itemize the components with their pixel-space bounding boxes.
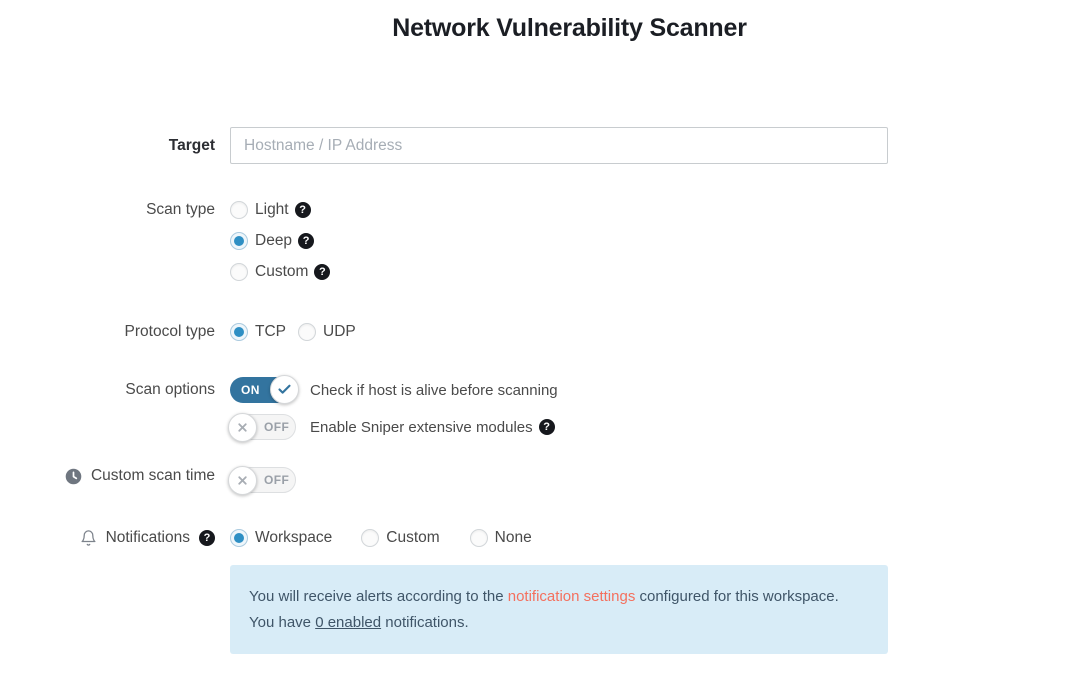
- target-row: Target: [0, 127, 1089, 164]
- enabled-notifications-link[interactable]: 0 enabled: [315, 614, 382, 631]
- notif-option-none[interactable]: None: [469, 529, 532, 547]
- scan-type-option-deep[interactable]: Deep ?: [230, 232, 1089, 250]
- host-alive-label: Check if host is alive before scanning: [310, 381, 558, 399]
- help-icon[interactable]: ?: [538, 419, 555, 435]
- radio-none-label: None: [494, 529, 532, 546]
- host-alive-toggle[interactable]: ON: [230, 375, 299, 404]
- help-icon[interactable]: ?: [314, 264, 331, 280]
- notifications-label: Notifications: [105, 529, 190, 546]
- scan-options-label: Scan options: [125, 381, 215, 398]
- radio-workspace-label: Workspace: [255, 529, 333, 546]
- bell-icon: [80, 529, 97, 547]
- scanner-form: Target Scan type Light ? Deep ?: [0, 127, 1089, 654]
- protocol-option-udp[interactable]: UDP: [298, 323, 356, 341]
- radio-udp-label: UDP: [323, 323, 356, 340]
- info-line-2: You have 0 enabled notifications.: [249, 610, 869, 636]
- toggle-knob-check-icon[interactable]: [270, 375, 299, 404]
- custom-scan-time-toggle[interactable]: OFF: [228, 466, 296, 495]
- info-line2-post: notifications.: [381, 614, 469, 631]
- scan-type-option-light[interactable]: Light ?: [230, 201, 1089, 219]
- sniper-modules-label: Enable Sniper extensive modules: [310, 418, 533, 436]
- toggle-knob-x-icon[interactable]: [228, 413, 257, 442]
- scan-type-option-custom[interactable]: Custom ?: [230, 263, 1089, 281]
- radio-notif-custom-label: Custom: [386, 529, 440, 546]
- sniper-modules-toggle[interactable]: OFF: [228, 413, 296, 442]
- notifications-info-box: You will receive alerts according to the…: [230, 565, 888, 654]
- toggle-state-text: OFF: [264, 420, 290, 434]
- help-icon[interactable]: ?: [298, 233, 315, 249]
- radio-workspace[interactable]: [230, 529, 248, 547]
- radio-tcp-label: TCP: [255, 323, 286, 340]
- page-title: Network Vulnerability Scanner: [392, 14, 747, 42]
- target-input[interactable]: [230, 127, 888, 164]
- radio-custom[interactable]: [230, 263, 248, 281]
- notification-settings-link[interactable]: notification settings: [507, 588, 636, 605]
- radio-notif-custom[interactable]: [361, 529, 380, 547]
- radio-light[interactable]: [230, 201, 248, 219]
- help-icon[interactable]: ?: [199, 530, 215, 546]
- radio-udp[interactable]: [298, 323, 316, 341]
- info-line1-pre: You will receive alerts according to the: [249, 588, 508, 605]
- clock-icon: [65, 468, 82, 485]
- scan-type-row: Scan type Light ? Deep ? Custom ?: [0, 201, 1089, 281]
- protocol-type-row: Protocol type TCP UDP: [0, 323, 1089, 341]
- protocol-type-label: Protocol type: [124, 323, 215, 340]
- radio-custom-label: Custom: [255, 263, 309, 280]
- radio-deep-label: Deep: [255, 232, 293, 249]
- custom-scan-time-row: Custom scan time OFF: [0, 466, 1089, 495]
- info-line2-pre: You have: [249, 614, 316, 631]
- radio-tcp[interactable]: [230, 323, 248, 341]
- toggle-state-text: OFF: [264, 473, 290, 487]
- toggle-state-text: ON: [241, 383, 260, 397]
- target-label: Target: [168, 136, 215, 154]
- toggle-knob-x-icon[interactable]: [228, 466, 257, 495]
- info-line1-post: configured for this workspace.: [635, 588, 839, 605]
- help-icon[interactable]: ?: [294, 202, 311, 218]
- info-line-1: You will receive alerts according to the…: [249, 584, 869, 610]
- notifications-row: Notifications ? Workspace Custom None: [0, 529, 1089, 547]
- radio-none[interactable]: [469, 529, 488, 547]
- scan-type-label: Scan type: [146, 201, 215, 218]
- protocol-option-tcp[interactable]: TCP: [230, 323, 286, 341]
- radio-light-label: Light: [255, 201, 289, 218]
- scan-options-row: Scan options ON Check if host is alive b…: [0, 375, 1089, 442]
- notif-option-workspace[interactable]: Workspace: [230, 529, 332, 547]
- radio-deep[interactable]: [230, 232, 248, 250]
- notif-option-custom[interactable]: Custom: [361, 529, 440, 547]
- custom-scan-time-label: Custom scan time: [90, 467, 215, 484]
